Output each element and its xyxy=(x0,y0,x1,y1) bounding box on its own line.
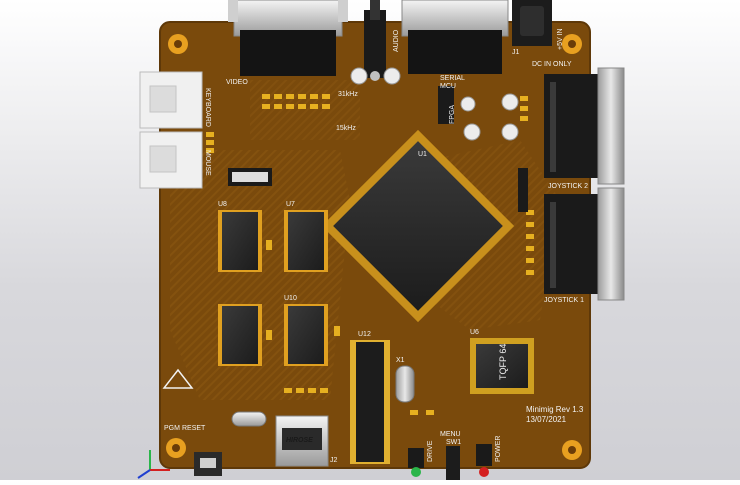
label-pgm: PGM xyxy=(164,425,180,432)
dip-ic-u12 xyxy=(350,340,390,464)
ram-chip-u8 xyxy=(218,210,262,272)
label-31khz: 31kHz xyxy=(338,91,358,98)
label-sw1: SW1 xyxy=(446,439,461,446)
label-j1: J1 xyxy=(512,49,520,56)
label-joystick2: JOYSTICK 2 xyxy=(548,183,588,190)
joystick-2-connector xyxy=(544,67,625,185)
mcu-fpga-jumper xyxy=(438,86,454,124)
label-keyboard: KEYBOARD xyxy=(204,88,211,127)
power-led xyxy=(476,444,492,477)
menu-switch xyxy=(446,446,460,480)
crystal-bottom-left xyxy=(231,411,267,427)
sd-card-slot xyxy=(275,415,329,467)
label-x1: X1 xyxy=(396,357,405,364)
label-15khz: 15kHz xyxy=(336,125,356,132)
audio-jack xyxy=(364,0,386,81)
keyboard-ps2-port xyxy=(139,71,203,129)
label-power: POWER xyxy=(495,436,502,462)
ram-chip-u10 xyxy=(284,304,328,366)
pgm-reset-switch xyxy=(194,452,222,476)
joystick-1-connector xyxy=(544,187,625,301)
serial-connector-top xyxy=(401,0,509,74)
label-plus5v: +5V IN xyxy=(557,28,564,50)
label-menu: MENU xyxy=(440,431,461,438)
label-u1: U1 xyxy=(418,151,427,158)
axis-indicator-icon xyxy=(137,450,170,479)
ram-chip-u9 xyxy=(218,304,262,366)
label-video: VIDEO xyxy=(226,79,248,86)
label-mcu: MCU xyxy=(440,83,456,90)
label-mouse: MOUSE xyxy=(204,150,211,176)
label-hirose: HIROSE xyxy=(286,437,313,444)
fpga-chip-u1 xyxy=(321,129,515,323)
label-u7: U7 xyxy=(286,201,295,208)
label-dc-in: DC IN ONLY xyxy=(532,61,572,68)
video-connector xyxy=(228,0,348,76)
mounting-holes xyxy=(166,34,582,460)
pin-header-top xyxy=(228,168,272,186)
smd-components xyxy=(206,94,534,415)
label-j2: J2 xyxy=(330,457,338,464)
label-u8: U8 xyxy=(218,201,227,208)
label-tqfp64: TQFP 64 xyxy=(498,344,508,380)
drive-led-button xyxy=(408,448,424,477)
label-drive: DRIVE xyxy=(427,440,434,462)
mouse-ps2-port xyxy=(139,131,203,189)
label-u10: U10 xyxy=(284,295,297,302)
ram-chip-u7 xyxy=(284,210,328,272)
dc-jack xyxy=(512,0,552,46)
label-reset: RESET xyxy=(182,425,206,432)
mcu-chip-tqfp64 xyxy=(470,338,534,394)
label-u6: U6 xyxy=(470,329,479,336)
board-title: Minimig Rev 1.3 xyxy=(526,405,584,414)
esd-warning-icon xyxy=(162,368,194,389)
label-fpga: FPGA xyxy=(449,105,456,124)
label-u12: U12 xyxy=(358,331,371,338)
board-date: 13/07/2021 xyxy=(526,415,567,424)
electrolytic-capacitors xyxy=(350,67,519,141)
label-serial: SERIAL xyxy=(440,75,465,82)
crystal-x1 xyxy=(395,365,415,403)
label-audio: AUDIO xyxy=(393,29,400,52)
pin-header-vertical xyxy=(518,168,528,212)
label-joystick1: JOYSTICK 1 xyxy=(544,297,584,304)
